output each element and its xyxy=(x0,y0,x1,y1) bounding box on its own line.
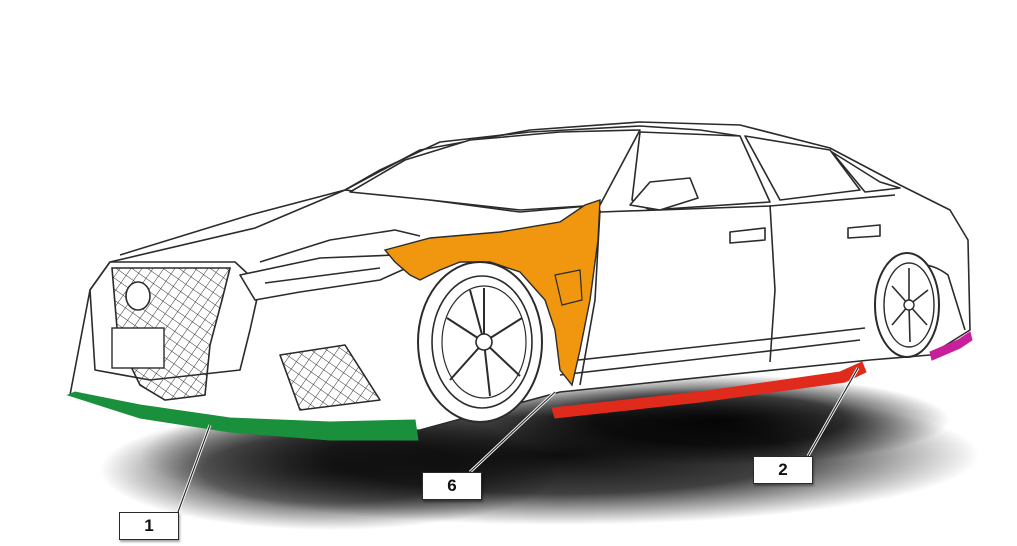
callout-label-6: 6 xyxy=(422,472,482,500)
front-fender-highlight xyxy=(383,199,601,387)
callout-label-2: 2 xyxy=(753,456,813,484)
highlighted-parts xyxy=(66,199,973,441)
rear-wheel xyxy=(874,252,940,358)
front-wheel xyxy=(417,261,543,423)
rear-skirt-highlight xyxy=(929,331,973,361)
front-lip-highlight xyxy=(66,391,419,441)
front-grille xyxy=(111,267,232,401)
side-skirt-highlight xyxy=(551,361,867,419)
callout-label-1: 1 xyxy=(119,512,179,540)
car-body xyxy=(69,121,971,433)
